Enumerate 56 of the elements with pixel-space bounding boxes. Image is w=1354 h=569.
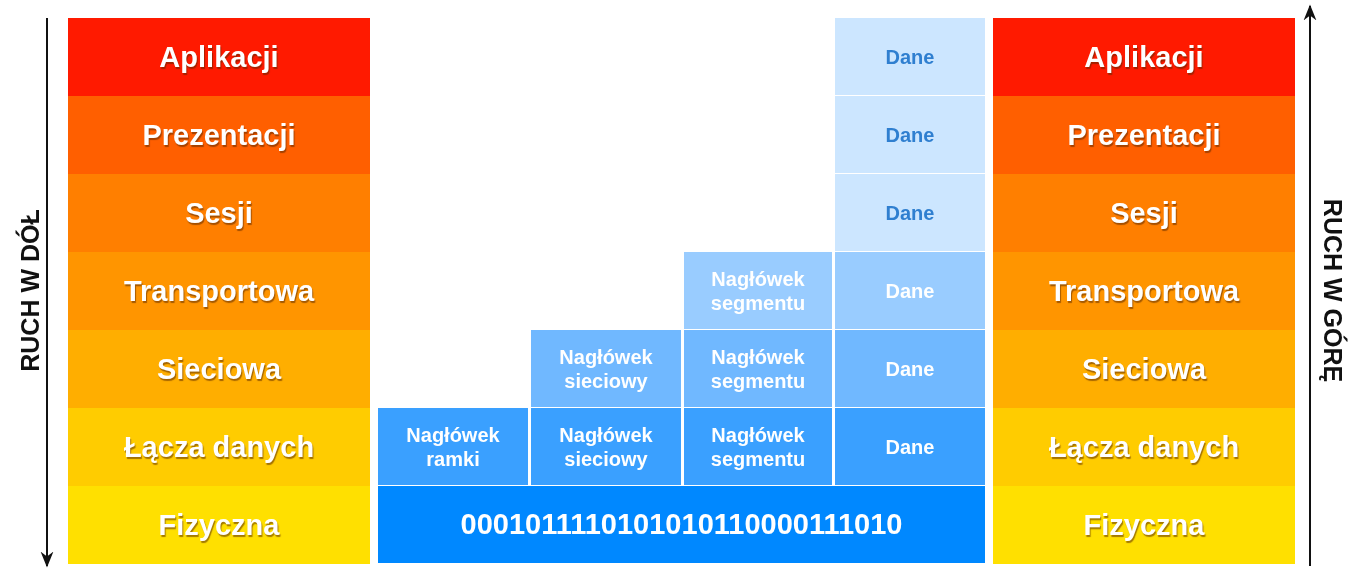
data-cell xyxy=(835,330,985,407)
direction-label: RUCH W GÓRĘ xyxy=(1317,198,1347,382)
data-cell xyxy=(835,18,985,95)
layer-label: Fizyczna xyxy=(1083,508,1205,542)
layer-box xyxy=(993,252,1295,330)
cell-label: Nagłówek segmentu xyxy=(709,422,807,471)
cell-label: Dane xyxy=(884,44,936,69)
cell-label: Nagłówek segmentu xyxy=(709,266,807,315)
cell-label: Dane xyxy=(884,200,936,225)
cell-label: Nagłówek ramki xyxy=(405,422,501,471)
layer-box xyxy=(993,174,1295,252)
header-cell xyxy=(684,330,832,407)
layer-label: Fizyczna xyxy=(158,508,280,542)
bit-stream-bar xyxy=(378,486,985,563)
data-cell xyxy=(835,174,985,251)
layer-box xyxy=(993,330,1295,408)
cell-label: Dane xyxy=(884,434,936,459)
layer-label: Aplikacji xyxy=(159,40,279,74)
direction-label: RUCH W DÓŁ xyxy=(15,208,45,372)
layer-label: Sesji xyxy=(185,196,253,230)
layer-label: Transportowa xyxy=(123,274,315,308)
header-cell xyxy=(684,408,832,485)
layer-label: Łącza danych xyxy=(1048,430,1240,464)
cell-label: Dane xyxy=(884,356,936,381)
header-cell xyxy=(531,408,681,485)
layer-box xyxy=(68,18,370,96)
layer-box xyxy=(993,18,1295,96)
header-cell xyxy=(684,252,832,329)
data-cell xyxy=(835,96,985,173)
layer-label: Aplikacji xyxy=(1084,40,1204,74)
layer-label: Sieciowa xyxy=(1081,352,1207,386)
layer-box xyxy=(68,96,370,174)
cell-label: 0001011110101010110000111010 xyxy=(460,508,903,541)
cell-label: Nagłówek segmentu xyxy=(709,344,807,393)
layer-box xyxy=(68,486,370,564)
cell-label: Nagłówek sieciowy xyxy=(558,422,654,471)
layer-label: Sieciowa xyxy=(156,352,282,386)
cell-label: Dane xyxy=(884,122,936,147)
header-cell xyxy=(531,330,681,407)
layer-box xyxy=(68,408,370,486)
cell-label: Nagłówek sieciowy xyxy=(558,344,654,393)
layer-label: Łącza danych xyxy=(123,430,315,464)
cell-label: Dane xyxy=(884,278,936,303)
layer-box xyxy=(68,252,370,330)
layer-box xyxy=(68,330,370,408)
data-cell xyxy=(835,408,985,485)
layer-box xyxy=(993,96,1295,174)
layer-label: Prezentacji xyxy=(142,118,296,152)
layer-box xyxy=(993,408,1295,486)
layer-label: Transportowa xyxy=(1048,274,1240,308)
header-cell xyxy=(378,408,528,485)
layer-label: Sesji xyxy=(1110,196,1178,230)
layer-label: Prezentacji xyxy=(1067,118,1221,152)
data-cell xyxy=(835,252,985,329)
layer-box xyxy=(993,486,1295,564)
layer-box xyxy=(68,174,370,252)
